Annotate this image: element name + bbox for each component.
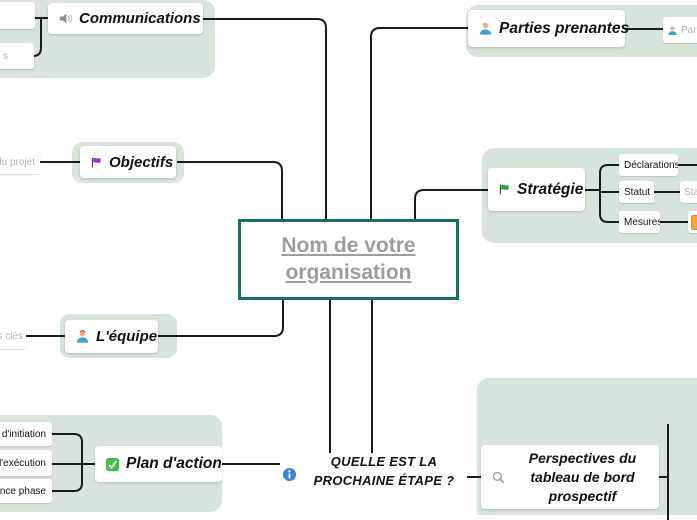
statut-child-node[interactable]: Sta: [680, 181, 697, 203]
mesures-child-node[interactable]: [688, 211, 697, 233]
topic-label: L'équipe: [96, 328, 158, 345]
communications-child-1[interactable]: [0, 2, 35, 29]
child-label: Par: [681, 24, 697, 36]
topic-label: QUELLE EST LA PROCHAINE ÉTAPE ?: [313, 454, 455, 488]
person-icon: [76, 330, 89, 343]
purple-flag-icon: [91, 157, 101, 167]
communications-child-2[interactable]: s: [0, 43, 34, 69]
child-label: Statut: [624, 186, 651, 198]
parties-child[interactable]: Par: [663, 17, 697, 43]
statut-node[interactable]: Statut: [619, 181, 654, 203]
orange-document-icon: [691, 214, 697, 230]
topic-label: Communications: [79, 10, 201, 27]
info-icon: [282, 467, 297, 482]
speaker-icon: [59, 13, 73, 24]
central-topic-title: Nom de votre organisation: [281, 234, 416, 284]
topic-equipe[interactable]: L'équipe: [65, 320, 158, 353]
child-label: Déclarations: [624, 159, 678, 171]
declarations-node[interactable]: Déclarations: [619, 154, 678, 176]
child-label: nance phase: [0, 485, 46, 497]
topic-question[interactable]: QUELLE EST LA PROCHAINE ÉTAPE ?: [300, 452, 468, 490]
child-label: s: [3, 50, 8, 62]
central-topic[interactable]: Nom de votre organisation: [238, 219, 459, 300]
child-label: du projet: [0, 156, 35, 168]
topic-label: Objectifs: [109, 153, 174, 171]
topic-label: Perspectives du tableau de bord prospect…: [528, 449, 637, 504]
green-flag-icon: [499, 184, 509, 195]
topic-parties-prenantes[interactable]: Parties prenantes: [468, 10, 629, 47]
mesures-node[interactable]: Mesures: [619, 211, 660, 233]
person-icon: [479, 22, 492, 35]
topic-communications[interactable]: Communications: [48, 3, 203, 34]
plan-child-1[interactable]: se d'initiation: [0, 422, 52, 446]
topic-label: Parties prenantes: [499, 19, 630, 37]
child-label: Mesures: [624, 216, 660, 228]
child-label: e d'exécution: [0, 457, 46, 469]
magnifier-icon: [492, 471, 505, 483]
child-label: Sta: [684, 186, 697, 198]
topic-label: Plan d'action: [126, 455, 222, 472]
objectifs-child[interactable]: du projet: [0, 150, 40, 174]
plan-child-3[interactable]: nance phase: [0, 479, 52, 503]
child-label: es clés: [0, 330, 23, 342]
child-label: se d'initiation: [0, 428, 46, 440]
equipe-child[interactable]: es clés: [0, 323, 26, 349]
topic-label: Stratégie: [517, 180, 584, 198]
check-icon: [105, 457, 120, 471]
topic-perspectives[interactable]: Perspectives du tableau de bord prospect…: [481, 445, 659, 509]
topic-objectifs[interactable]: Objectifs: [80, 146, 176, 178]
topic-plan-action[interactable]: Plan d'action: [95, 446, 222, 482]
person-icon: [668, 25, 677, 35]
plan-child-2[interactable]: e d'exécution: [0, 450, 52, 476]
topic-strategie[interactable]: Stratégie: [488, 168, 585, 211]
